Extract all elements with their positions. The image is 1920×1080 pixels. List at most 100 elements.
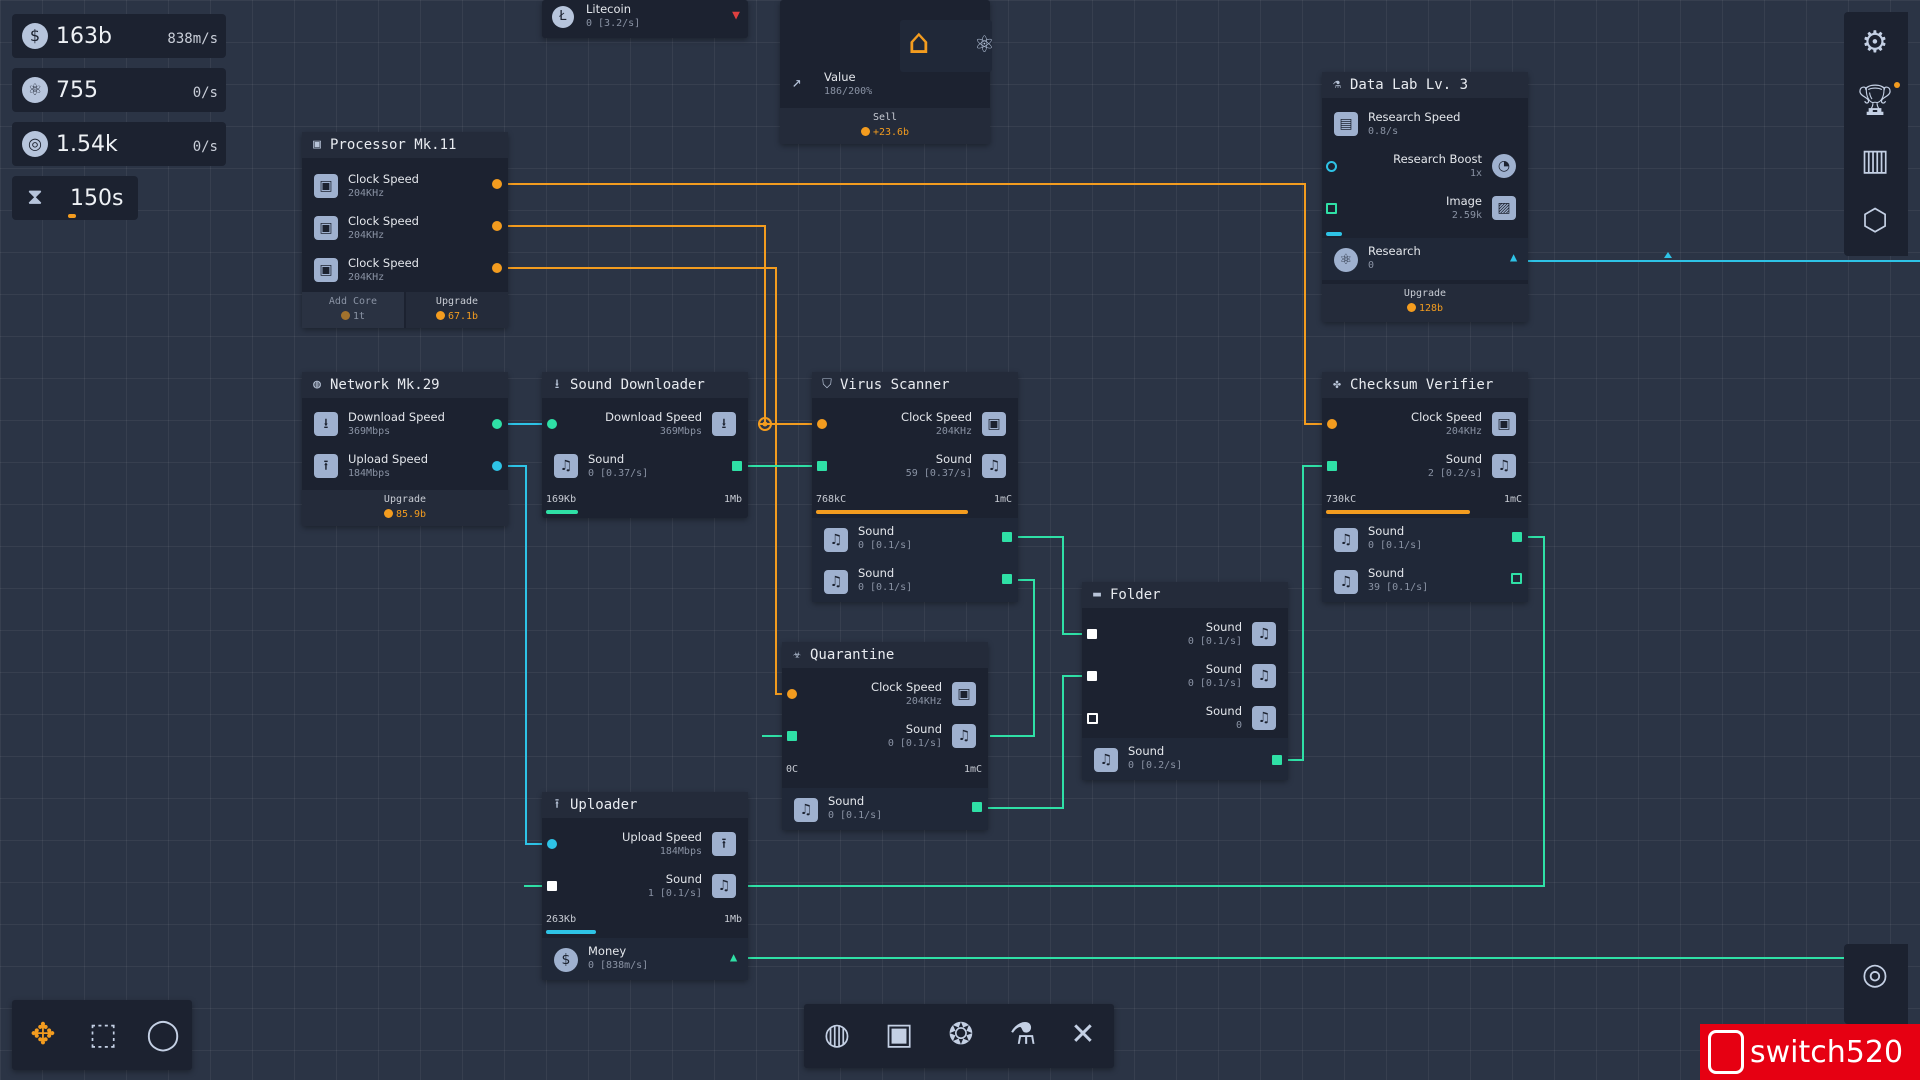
upgrade-button[interactable]: Upgrade 128b (1322, 284, 1528, 322)
gear-icon[interactable]: ⚙ (1861, 25, 1889, 60)
sound-output-port[interactable] (972, 802, 982, 812)
chip-icon: ▣ (313, 137, 321, 152)
sound-icon: ♫ (1094, 748, 1118, 772)
book-icon[interactable]: ▥ (1860, 143, 1890, 178)
sound-input-port[interactable] (787, 731, 797, 741)
target-icon: ◎ (22, 131, 48, 157)
sound-downloader-panel[interactable]: ⭳Sound Downloader Download Speed 369Mbps… (542, 372, 748, 518)
checksum-verifier-panel[interactable]: ✤Checksum Verifier Clock Speed 204KHz ▣ … (1322, 372, 1528, 602)
clock-output-port[interactable] (492, 221, 502, 231)
boost-input-port[interactable] (1326, 161, 1337, 172)
globe-icon[interactable]: ◍ (823, 1017, 851, 1052)
sound-icon: ♫ (1252, 706, 1276, 730)
uploader-panel[interactable]: ⭱Uploader Upload Speed 184Mbps ⭱ Sound 1… (542, 792, 748, 980)
clock-output-port[interactable] (492, 179, 502, 189)
download-output-port[interactable] (492, 419, 502, 429)
upload-icon: ⭱ (554, 797, 560, 812)
timer-progress (68, 214, 76, 218)
sound-output-port[interactable] (1512, 532, 1522, 542)
upload-output-port[interactable] (492, 461, 502, 471)
circle-tool-icon[interactable]: ◯ (146, 1017, 180, 1052)
sound-input-port[interactable] (1087, 713, 1098, 724)
litecoin-panel[interactable]: Ł Litecoin 0 [3.2/s] ▼ (542, 0, 748, 38)
money-output-port[interactable]: ▲ (730, 950, 738, 964)
sound-output-port[interactable] (732, 461, 742, 471)
right-sidebar: ⚙ 🏆︎ ▥ ⬡ (1844, 12, 1908, 256)
atom-icon: ⚛ (1334, 248, 1358, 272)
home-icon[interactable]: ⌂ (908, 22, 930, 62)
sound-icon: ♫ (712, 874, 736, 898)
move-icon[interactable]: ✥ (30, 1017, 56, 1052)
sound-icon: ♫ (1492, 454, 1516, 478)
clock-output-port[interactable] (492, 263, 502, 273)
wire-quarantine-folder (978, 675, 1092, 809)
atom-icon: ⚛ (22, 77, 48, 103)
sound-input-port[interactable] (817, 461, 827, 471)
sound-icon: ♫ (1334, 528, 1358, 552)
globe-icon: ◍ (313, 377, 321, 392)
chip-icon: ▣ (314, 216, 338, 240)
vault-icon[interactable]: ❂ (948, 1017, 974, 1052)
sound-output-port[interactable] (1002, 532, 1012, 542)
shield-icon: ⛉ (822, 377, 832, 392)
market-panel: ⌂ ⚛ ↗ Value 186/200% Sell +23.6b (780, 0, 993, 144)
flask-icon: ⚗ (1333, 77, 1341, 92)
tools-icon[interactable]: ✕ (1070, 1017, 1096, 1052)
upload-progress (546, 930, 596, 934)
verify-progress (1326, 510, 1470, 514)
down-arrow-icon: ▼ (732, 8, 740, 23)
download-icon: ⭳ (712, 412, 736, 436)
upload-icon: ⭱ (712, 832, 736, 856)
sell-button[interactable]: Sell +23.6b (780, 108, 990, 144)
sound-output-port[interactable] (1272, 755, 1282, 765)
wire-virus-folder1 (1008, 536, 1092, 635)
clock-input-port[interactable] (1327, 419, 1337, 429)
quarantine-panel[interactable]: ☣Quarantine Clock Speed 204KHz ▣ Sound 0… (782, 642, 988, 830)
processor-panel[interactable]: ▣Processor Mk.11 ▣ Clock Speed 204KHz ▣ … (302, 132, 508, 328)
research-output-port[interactable]: ▲ (1510, 250, 1518, 264)
sound-icon: ♫ (794, 798, 818, 822)
target-icon[interactable]: ◎ (1861, 957, 1889, 992)
scan-progress (816, 510, 968, 514)
virus-scanner-panel[interactable]: ⛉Virus Scanner Clock Speed 204KHz ▣ Soun… (812, 372, 1018, 602)
home-button[interactable] (900, 20, 992, 72)
upload-input-port[interactable] (547, 839, 557, 849)
clock-input-port[interactable] (787, 689, 797, 699)
download-progress (546, 510, 578, 514)
power-stat: ◎ 1.54k 0/s (12, 122, 226, 166)
network-panel[interactable]: ◍Network Mk.29 ⭳ Download Speed 369Mbps … (302, 372, 508, 526)
data-lab-panel[interactable]: ⚗Data Lab Lv. 3 ▤ Research Speed 0.8/s R… (1322, 72, 1528, 322)
litecoin-icon: Ł (552, 6, 574, 28)
microscope-icon[interactable]: ⚗ (1009, 1017, 1037, 1052)
chip-icon: ▣ (982, 412, 1006, 436)
sound-output-port[interactable] (1002, 574, 1012, 584)
folder-panel[interactable]: ▬Folder Sound 0 [0.1/s] ♫ Sound 0 [0.1/s… (1082, 582, 1288, 780)
hourglass-icon: ⧗ (27, 185, 43, 210)
hexagon-icon[interactable]: ⬡ (1861, 203, 1889, 238)
bottom-toolbar: ◍ ▣ ❂ ⚗ ✕ (804, 1004, 1114, 1068)
sound-input-port[interactable] (1087, 629, 1097, 639)
upgrade-button[interactable]: Upgrade 85.9b (302, 490, 508, 526)
atom-icon[interactable]: ⚛ (976, 26, 993, 59)
image-progress (1326, 232, 1342, 236)
wire-virus-quarantine (990, 579, 1035, 737)
biohazard-icon: ☣ (793, 647, 801, 662)
chip-icon: ▣ (952, 682, 976, 706)
document-icon: ▤ (1334, 112, 1358, 136)
chip-icon: ▣ (1492, 412, 1516, 436)
clock-input-port[interactable] (817, 419, 827, 429)
upgrade-button[interactable]: Upgrade 67.1b (406, 292, 508, 328)
download-input-port[interactable] (547, 419, 557, 429)
sound-input-port[interactable] (1087, 671, 1097, 681)
chip-icon[interactable]: ▣ (884, 1017, 914, 1052)
image-input-port[interactable] (1326, 203, 1337, 214)
select-box-icon[interactable]: ⬚ (88, 1017, 118, 1052)
add-core-button[interactable]: Add Core 1t (302, 292, 404, 328)
sound-icon: ♫ (554, 454, 578, 478)
sound-icon: ♫ (952, 724, 976, 748)
research-stat: ⚛ 755 0/s (12, 68, 226, 112)
sound-input-port[interactable] (1327, 461, 1337, 471)
sound-output-port[interactable] (1511, 573, 1522, 584)
sound-input-port[interactable] (547, 881, 557, 891)
trophy-icon[interactable]: 🏆︎ (1855, 83, 1895, 118)
